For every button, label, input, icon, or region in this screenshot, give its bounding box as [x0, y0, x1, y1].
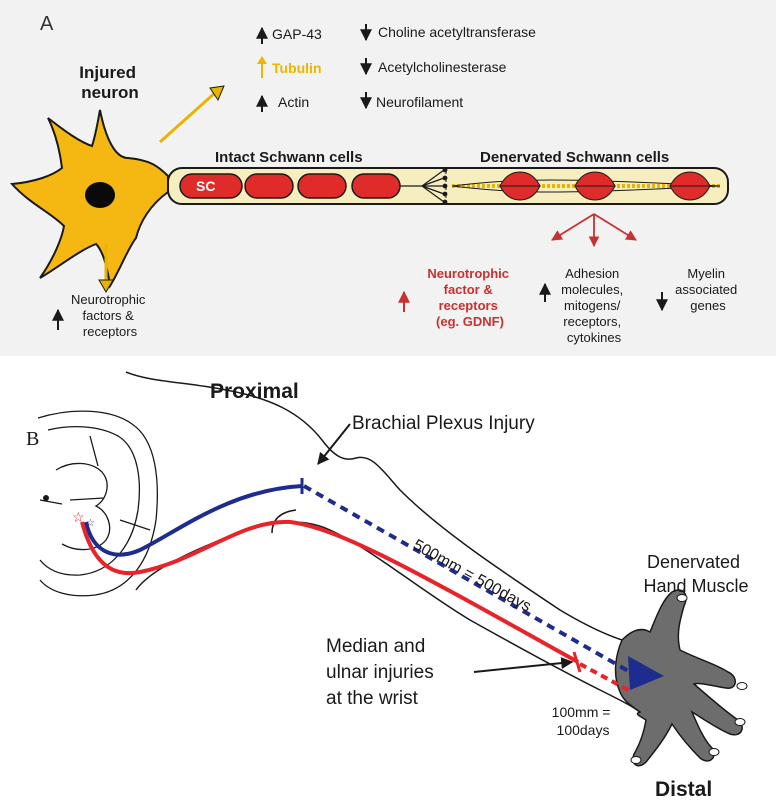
myelin-line: Myelin	[687, 266, 725, 281]
neurotrophic-receptors-label: Neurotrophic factor & receptors (eg. GDN…	[427, 266, 512, 329]
neurotrophic-line: receptors	[439, 298, 498, 313]
schwann-cell-sc	[179, 173, 243, 199]
central-canal	[43, 495, 49, 501]
red-dashed-regeneration	[579, 662, 633, 694]
denervated-muscle-line: Denervated	[647, 552, 740, 572]
denervated-muscle-line: Hand Muscle	[643, 576, 748, 596]
denervated-hand-shape	[614, 589, 743, 767]
upregulated-list: GAP-43 Tubulin Actin	[256, 26, 322, 112]
schwann-cell	[351, 173, 401, 199]
distal-label: Distal	[655, 778, 712, 801]
neuron-factors-line: Neurotrophic	[71, 292, 146, 307]
schwann-cell	[297, 173, 347, 199]
axon-terminals	[400, 167, 448, 205]
panel-a: A SC	[0, 0, 776, 356]
median-ulnar-line: at the wrist	[326, 688, 419, 709]
up-item-tubulin: Tubulin	[272, 60, 322, 76]
schwann-cell	[244, 173, 294, 199]
short-distance-line: 100mm =	[552, 704, 611, 720]
neuron-factors-line: receptors	[83, 324, 138, 339]
median-ulnar-line: ulnar injuries	[326, 662, 434, 683]
blue-dashed-regeneration	[303, 484, 631, 674]
up-item-actin: Actin	[278, 94, 309, 110]
yellow-arrow-up-right	[159, 90, 217, 144]
adhesion-line: Adhesion	[565, 266, 619, 281]
adhesion-line: cytokines	[567, 330, 622, 345]
red-arrow-left	[551, 213, 595, 241]
proximal-label: Proximal	[210, 380, 299, 403]
short-distance-label: 100mm = 100days	[552, 704, 615, 738]
neurotrophic-line: Neurotrophic	[427, 266, 509, 281]
panel-b: B	[26, 371, 749, 801]
intact-schwann-cells: SC	[179, 173, 401, 199]
red-nerve-path	[80, 519, 579, 664]
wrist-arrow	[473, 657, 574, 673]
up-item-gap43: GAP-43	[272, 26, 322, 42]
short-distance-line: 100days	[557, 722, 610, 738]
myelin-line: genes	[690, 298, 726, 313]
intact-schwann-label: Intact Schwann cells	[215, 149, 363, 166]
red-arrow-right	[593, 213, 637, 241]
adhesion-line: mitogens/	[564, 298, 621, 313]
down-item-acetylcholinesterase: Acetylcholinesterase	[378, 59, 507, 75]
adhesion-line: molecules,	[561, 282, 623, 297]
denervated-schwann-label: Denervated Schwann cells	[480, 149, 669, 166]
adhesion-label: Adhesion molecules, mitogens/ receptors,…	[561, 266, 627, 345]
median-ulnar-line: Median and	[326, 636, 425, 657]
myelin-line: associated	[675, 282, 737, 297]
myelin-label: Myelin associated genes	[675, 266, 741, 313]
injured-neuron-line: Injured	[79, 63, 136, 82]
brachial-arrow	[317, 423, 351, 465]
adhesion-line: receptors,	[563, 314, 621, 329]
median-ulnar-label: Median and ulnar injuries at the wrist	[326, 636, 439, 709]
brachial-label: Brachial Plexus Injury	[352, 413, 535, 434]
fingernails	[630, 594, 748, 764]
neuron-factors-label: Neurotrophic factors & receptors	[71, 292, 149, 339]
denervated-muscle-label: Denervated Hand Muscle	[643, 552, 748, 596]
spinal-cord-section	[37, 410, 158, 597]
neurotrophic-line: (eg. GDNF)	[436, 314, 504, 329]
sc-label: SC	[196, 178, 215, 194]
down-item-neurofilament: Neurofilament	[376, 94, 463, 110]
panel-b-letter: B	[26, 428, 39, 450]
neurotrophic-line: factor &	[444, 282, 493, 297]
wrist-injury-marker	[572, 651, 582, 673]
panel-a-letter: A	[40, 13, 54, 35]
downregulated-list: Choline acetyltransferase Acetylcholines…	[360, 24, 536, 110]
origin-star-icon: ☆	[72, 509, 85, 525]
neuron-factors-line: factors &	[83, 308, 135, 323]
denervated-schwann-cells	[451, 171, 722, 201]
injured-neuron-label: Injured neuron	[79, 63, 140, 102]
injured-neuron-line: neuron	[81, 83, 139, 102]
down-item-choline: Choline acetyltransferase	[378, 24, 536, 40]
neuron-nucleus	[85, 182, 115, 208]
origin-star-small-icon: ☆	[86, 518, 95, 529]
target-muscle-triangle	[628, 656, 664, 690]
blue-nerve-path	[84, 484, 303, 557]
